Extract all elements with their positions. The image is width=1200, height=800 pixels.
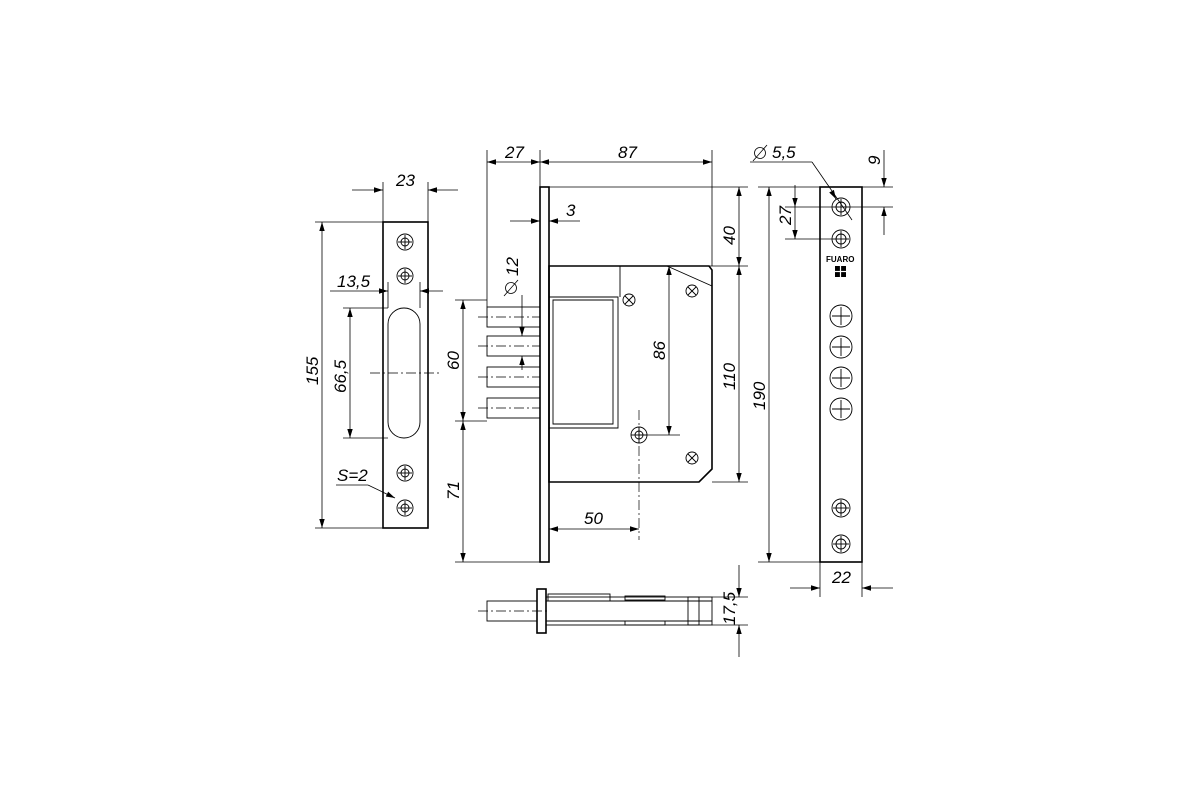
lock-case-bevel: [666, 265, 713, 287]
dim-top-hole-offset: 9: [849, 150, 893, 235]
bottom-rail: [547, 593, 611, 602]
dim-screw-hole-diameter: 5,5: [750, 143, 853, 221]
dim-backset: 50: [549, 509, 639, 532]
dim-slot-height: 66,5: [331, 307, 388, 439]
dim-center-distance: 86: [639, 265, 712, 436]
strike-screw-hole-1: [396, 233, 414, 251]
dim-bolt-spacing-label: 60: [444, 351, 463, 370]
dim-hole-spacing: 27: [776, 185, 833, 240]
dim-case-depth: 87: [540, 143, 713, 266]
faceplate-view: FUARO: [750, 143, 893, 597]
dim-bolt-diameter-label: 12: [503, 257, 522, 276]
lock-bolt-3: [478, 366, 541, 388]
dim-faceplate-offset: 3: [510, 201, 580, 224]
faceplate-screw-hole-3: [831, 498, 851, 518]
dim-strike-thickness-label: S=2: [337, 466, 368, 485]
diameter-symbol-icon: [505, 282, 517, 294]
faceplate-bolt-hole-4: [829, 397, 853, 421]
lock-body-view: 27 87 3 12 60: [444, 143, 748, 563]
strike-screw-hole-2: [396, 267, 414, 285]
dim-bolt-diameter: 12: [503, 257, 525, 370]
dim-backset-label: 50: [584, 509, 603, 528]
dim-case-thickness-label: 17,5: [720, 591, 739, 625]
strike-plate-outline: [382, 221, 429, 529]
dim-top-offset-label: 40: [720, 226, 739, 245]
dim-bolt-spacing: 60: [444, 299, 487, 422]
bottom-bolt: [486, 600, 538, 622]
dim-center-distance-label: 86: [650, 341, 669, 360]
dim-hole-spacing-label: 27: [776, 206, 795, 226]
dim-screw-hole-diameter-label: 5,5: [772, 143, 796, 162]
dim-top-hole-offset-label: 9: [865, 155, 884, 165]
faceplate-outline: [819, 186, 863, 563]
strike-screw-hole-4: [396, 499, 414, 517]
bottom-slot-bottom: [624, 620, 666, 626]
dim-faceplate-width-label: 22: [831, 568, 851, 587]
dim-faceplate-height-label: 190: [750, 381, 769, 410]
strike-screw-hole-3: [396, 464, 414, 482]
faceplate-bolt-hole-1: [829, 304, 853, 328]
dim-faceplate-height: 190: [750, 186, 820, 563]
lock-bolt-2: [478, 335, 541, 357]
dim-slot-width-label: 13,5: [337, 272, 371, 291]
lock-mechanism-inner: [552, 299, 614, 425]
dim-case-thickness: 17,5: [712, 565, 748, 657]
lock-faceplate: [539, 186, 550, 563]
faceplate-bolt-hole-2: [829, 335, 853, 359]
lock-case-screw-1: [622, 293, 636, 307]
dim-slot-height-label: 66,5: [331, 359, 350, 393]
dim-top-offset: 40: [549, 186, 748, 267]
faceplate-screw-hole-4: [831, 534, 851, 554]
dim-strike-width-label: 23: [395, 171, 415, 190]
bottom-slot-top: [624, 595, 666, 601]
faceplate-screw-hole-2: [831, 229, 851, 249]
lock-bottom-view: 17,5: [478, 565, 748, 657]
dim-case-depth-label: 87: [618, 143, 637, 162]
dim-bottom-offset-label: 71: [444, 481, 463, 500]
dim-bottom-offset: 71: [444, 421, 540, 563]
dim-strike-height-label: 155: [303, 356, 322, 385]
lock-case-screw-3: [685, 451, 699, 465]
dim-backset-front-label: 27: [504, 143, 524, 162]
lock-bolt-4: [478, 397, 541, 419]
brand-logo: FUARO: [826, 255, 854, 264]
dim-faceplate-width: 22: [790, 562, 893, 597]
bottom-block: [687, 596, 700, 626]
dim-strike-thickness: S=2: [336, 466, 396, 499]
dim-strike-height: 155: [303, 221, 383, 529]
strike-plate-view: 23 155 13,5 66,5 S=2: [303, 171, 458, 529]
dim-case-height-label: 110: [720, 362, 739, 390]
dim-strike-width: 23: [352, 171, 458, 222]
lock-bolt-1: [478, 306, 541, 328]
dim-case-height: 110: [712, 266, 748, 483]
dim-slot-width: 13,5: [330, 272, 443, 308]
lock-mechanism-outer: [548, 296, 619, 429]
faceplate-bolt-hole-3: [829, 366, 853, 390]
dim-faceplate-offset-label: 3: [566, 201, 576, 220]
diameter-symbol-icon-2: [754, 147, 766, 159]
lock-case-screw-2: [685, 284, 699, 298]
dim-backset-front: 27: [486, 143, 541, 307]
